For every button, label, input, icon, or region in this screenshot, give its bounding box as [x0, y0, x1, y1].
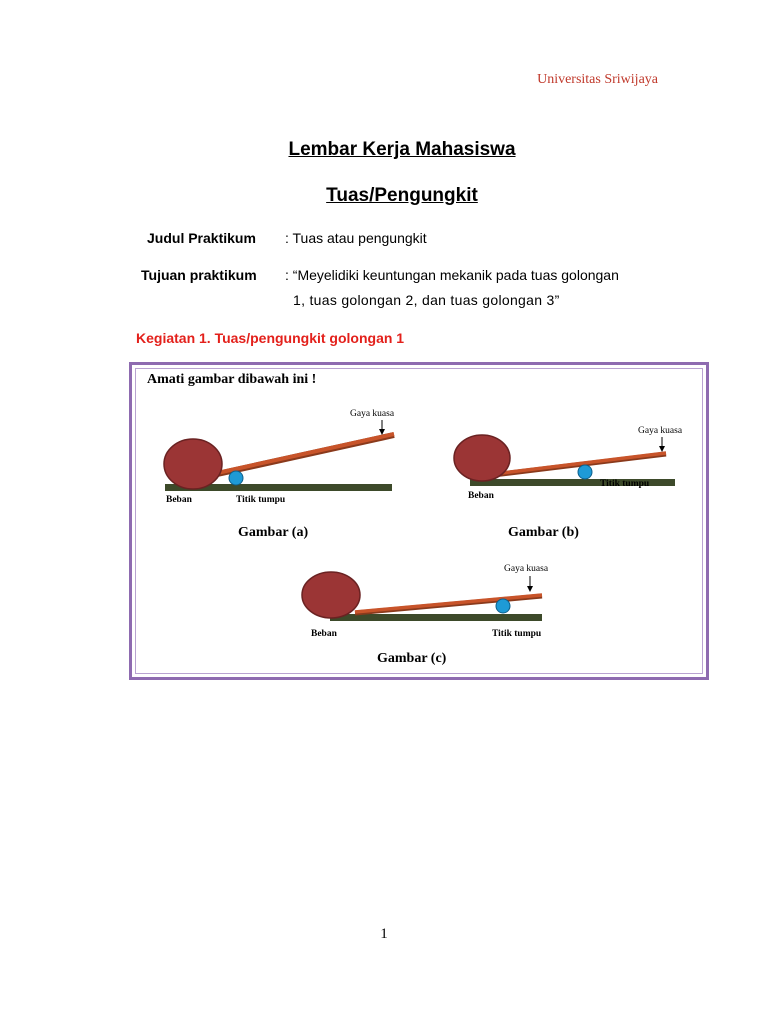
activity-heading: Kegiatan 1. Tuas/pengungkit golongan 1 — [136, 330, 405, 346]
caption-c: Gambar (c) — [377, 651, 447, 666]
lever-diagram-c: Gaya kuasa Beban Titik tumpu — [301, 564, 549, 639]
fulcrum-label: Titik tumpu — [236, 495, 286, 505]
lever-bar — [354, 593, 543, 614]
figure-frame — [129, 362, 709, 680]
page-subtitle: Tuas/Pengungkit — [326, 185, 478, 206]
field-label-judul: Judul Praktikum — [147, 230, 256, 246]
base-plank — [330, 614, 542, 621]
base-plank — [470, 479, 675, 486]
lever-diagram-a: Gaya kuasa Beban Titik tumpu — [163, 409, 395, 505]
fulcrum-ball — [228, 470, 244, 486]
load-label: Beban — [166, 495, 193, 505]
load-ball — [163, 438, 223, 490]
university-header: Universitas Sriwijaya — [537, 72, 658, 87]
lever-diagram-b: Gaya kuasa Beban Titik tumpu — [453, 426, 683, 501]
caption-b: Gambar (b) — [508, 525, 579, 540]
load-ball — [301, 571, 361, 619]
field-value-tujuan-line2: 1, tuas golongan 2, dan tuas golongan 3” — [293, 292, 560, 308]
load-ball — [453, 434, 511, 482]
effort-label: Gaya kuasa — [350, 409, 395, 419]
figure-instruction: Amati gambar dibawah ini ! — [147, 372, 317, 387]
load-label: Beban — [468, 491, 495, 501]
page-title: Lembar Kerja Mahasiswa — [288, 139, 516, 160]
effort-label: Gaya kuasa — [504, 564, 549, 574]
lever-bar — [189, 432, 395, 481]
fulcrum-ball — [577, 464, 593, 480]
lever-bar — [484, 451, 667, 477]
field-label-tujuan: Tujuan praktikum — [141, 267, 257, 283]
field-value-judul: : Tuas atau pengungkit — [285, 230, 427, 246]
caption-a: Gambar (a) — [238, 525, 309, 540]
fulcrum-label: Titik tumpu — [600, 479, 650, 489]
field-value-tujuan: : “Meyelidiki keuntungan mekanik pada tu… — [285, 267, 619, 283]
fulcrum-ball — [495, 598, 511, 614]
effort-label: Gaya kuasa — [638, 426, 683, 436]
load-label: Beban — [311, 629, 338, 639]
page-number: 1 — [380, 926, 388, 942]
base-plank — [165, 484, 392, 491]
fulcrum-label: Titik tumpu — [492, 629, 542, 639]
